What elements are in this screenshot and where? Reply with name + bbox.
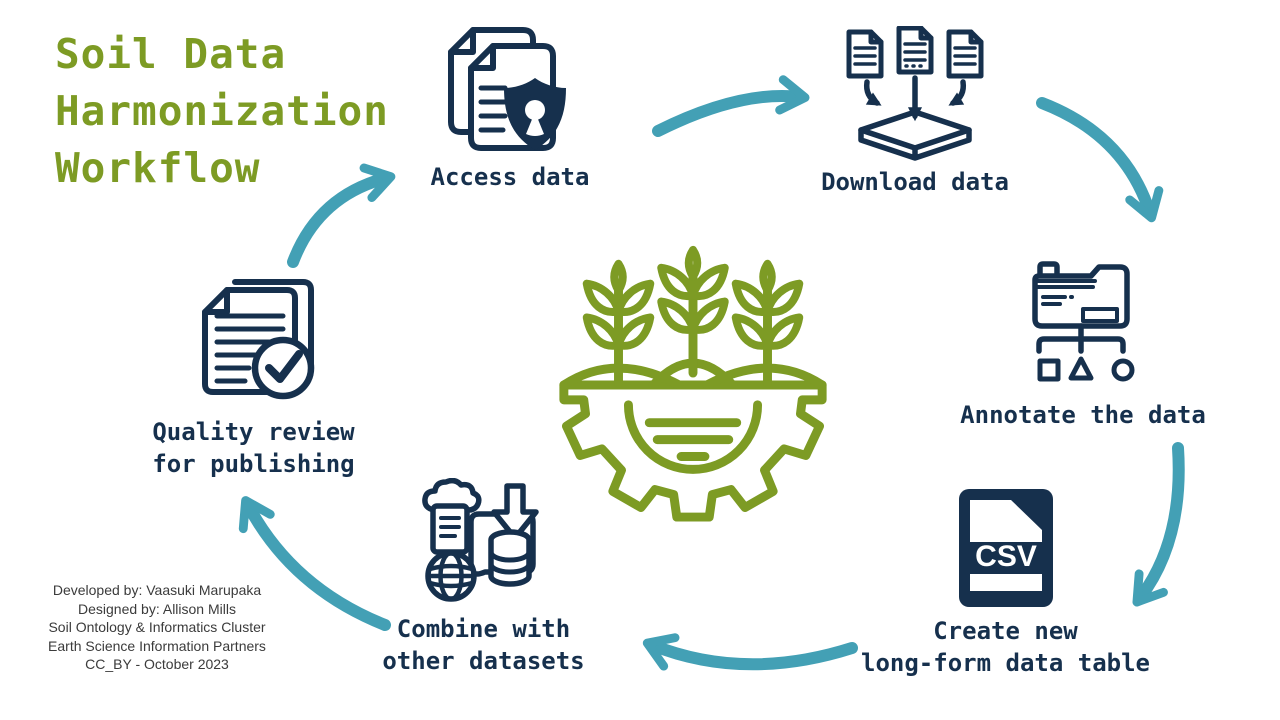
page-title: Soil Data Harmonization Workflow <box>55 26 389 197</box>
credits-license-date: CC_BY - October 2023 <box>85 656 229 673</box>
cloud-globe-database-icon <box>421 478 539 602</box>
step-combine-label-1: Combine with <box>396 615 571 643</box>
credits-cluster: Soil Ontology & Informatics Cluster <box>48 619 266 636</box>
step-quality-label-1: Quality review <box>152 418 355 446</box>
credits-organization: Earth Science Information Partners <box>48 637 266 654</box>
step-quality-review: Quality review for publishing <box>146 276 361 480</box>
documents-into-box-icon <box>846 26 984 161</box>
title-line-2: Harmonization <box>55 87 389 135</box>
csv-file-type-text: CSV <box>975 540 1037 573</box>
document-check-icon <box>201 279 314 400</box>
plants-soil-gear-icon <box>559 233 827 522</box>
arrow-access-to-download <box>652 75 810 137</box>
title-line-1: Soil Data <box>55 30 287 78</box>
folder-taxonomy-icon <box>1032 261 1135 382</box>
step-download-data: Download data <box>800 26 1030 198</box>
credits-developed-by: Developed by: Vaasuki Marupaka <box>52 582 262 598</box>
csv-file-icon: CSV <box>958 489 1053 607</box>
step-annotate-data: Annotate the data <box>958 254 1208 431</box>
step-combine-label-2: other datasets <box>382 647 585 675</box>
step-access-data: Access data <box>400 26 620 193</box>
step-create-label-1: Create new <box>933 617 1078 645</box>
step-download-label: Download data <box>821 168 1009 196</box>
step-create-table: CSV Create new long-form data table <box>858 486 1153 679</box>
credits-designed-by: Designed by: Allison Mills <box>78 600 236 617</box>
arrow-download-to-annotate <box>1036 97 1164 223</box>
step-create-label-2: long-form data table <box>861 649 1150 677</box>
step-combine-datasets: Combine with other datasets <box>376 478 591 677</box>
step-quality-label-2: for publishing <box>152 450 355 478</box>
title-line-3: Workflow <box>55 144 261 192</box>
step-annotate-label: Annotate the data <box>960 401 1206 429</box>
arrow-create-to-combine <box>642 633 858 671</box>
secure-documents-icon <box>448 27 566 151</box>
step-access-label: Access data <box>430 163 590 191</box>
credits-block: Developed by: Vaasuki Marupaka Designed … <box>28 581 286 674</box>
